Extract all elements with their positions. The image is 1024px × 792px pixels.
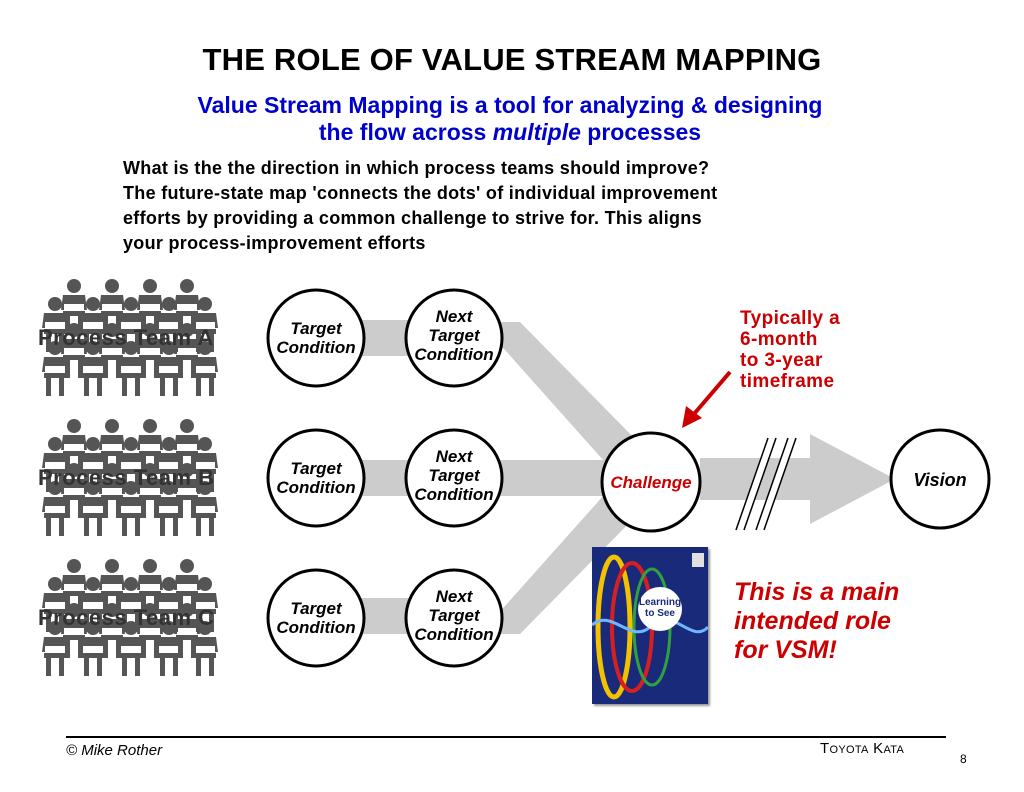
book-sticker bbox=[692, 553, 704, 567]
target-condition-label-a: Target Condition bbox=[266, 319, 366, 357]
challenge-to-vision-arrow bbox=[700, 434, 895, 524]
subtitle-line-2: the flow across multiple processes bbox=[100, 119, 920, 146]
vsm-note-line: This is a main bbox=[734, 578, 900, 606]
condition-word: Condition bbox=[276, 618, 356, 637]
break-line-outline bbox=[735, 437, 769, 531]
team-label-c: Process Team C bbox=[38, 605, 215, 630]
break-line bbox=[736, 438, 776, 530]
condition-word: Condition bbox=[414, 485, 494, 504]
footer-brand-rest: OYOTA bbox=[829, 744, 869, 756]
subtitle: Value Stream Mapping is a tool for analy… bbox=[100, 92, 920, 146]
next-target-condition-label-a: Next Target Condition bbox=[404, 307, 504, 364]
timeframe-line: Typically a bbox=[740, 308, 841, 329]
learning-to-see-book-cover: Learning to See bbox=[592, 547, 708, 704]
subtitle-line-1: Value Stream Mapping is a tool for analy… bbox=[197, 92, 823, 118]
target-condition-circle-b bbox=[266, 428, 366, 528]
next-target-condition-circle-b bbox=[404, 428, 504, 528]
target-word: Target bbox=[290, 459, 342, 478]
vision-circle bbox=[889, 428, 991, 530]
body-line: efforts by providing a common challenge … bbox=[123, 208, 702, 228]
condition-circles bbox=[266, 288, 991, 668]
next-target-condition-label-b: Next Target Condition bbox=[404, 447, 504, 504]
vsm-note-line: for VSM! bbox=[734, 636, 837, 664]
target-condition-label-b: Target Condition bbox=[266, 459, 366, 497]
next-target-condition-circle-a bbox=[404, 288, 504, 388]
target-condition-circle-a bbox=[266, 288, 366, 388]
book-title-line: to See bbox=[644, 608, 675, 619]
book-title-line: Learning bbox=[638, 597, 682, 608]
next-word: Next bbox=[435, 587, 473, 606]
condition-word: Condition bbox=[414, 625, 494, 644]
page-number: 8 bbox=[960, 752, 967, 766]
timeframe-line: to 3-year bbox=[740, 350, 823, 371]
footer-copyright: © Mike Rother bbox=[66, 742, 163, 759]
next-word: Next bbox=[435, 307, 473, 326]
footer-brand-initial: T bbox=[820, 740, 830, 757]
body-text: What is the the direction in which proce… bbox=[123, 156, 923, 256]
challenge-circle bbox=[600, 431, 702, 533]
condition-word: Condition bbox=[276, 338, 356, 357]
next-target-condition-label-c: Next Target Condition bbox=[404, 587, 504, 644]
team-label-a: Process Team A bbox=[38, 325, 214, 350]
subtitle-line-2-start: the flow across bbox=[318, 119, 493, 145]
target-word: Target bbox=[428, 606, 480, 625]
footer-brand-rest-2: ATA bbox=[883, 744, 905, 756]
vsm-role-note: This is a main intended role for VSM! bbox=[734, 578, 899, 665]
vision-label: Vision bbox=[913, 470, 967, 490]
break-line-outline bbox=[755, 437, 789, 531]
body-line: The future-state map 'connects the dots'… bbox=[123, 183, 718, 203]
converging-arrow-a bbox=[480, 322, 640, 470]
timeline-break-outline bbox=[735, 437, 797, 531]
next-word: Next bbox=[435, 447, 473, 466]
break-line bbox=[756, 438, 796, 530]
timeline-break bbox=[736, 438, 796, 530]
timeframe-arrow-shaft bbox=[692, 370, 732, 416]
timeframe-line: 6-month bbox=[740, 329, 818, 350]
target-word: Target bbox=[428, 326, 480, 345]
target-word: Target bbox=[290, 319, 342, 338]
target-word: Target bbox=[428, 466, 480, 485]
team-label-b: Process Team B bbox=[38, 465, 215, 490]
vsm-note-line: intended role bbox=[734, 607, 891, 635]
challenge-label: Challenge bbox=[610, 473, 692, 492]
subtitle-line-2-end: processes bbox=[580, 119, 702, 145]
converging-arrow-c bbox=[480, 486, 640, 634]
timeframe-note: Typically a 6-month to 3-year timeframe bbox=[740, 308, 840, 392]
body-line: What is the the direction in which proce… bbox=[123, 158, 710, 178]
book-title-badge: Learning to See bbox=[638, 587, 682, 631]
target-condition-label-c: Target Condition bbox=[266, 599, 366, 637]
timeframe-line: timeframe bbox=[740, 371, 835, 392]
break-line-outline bbox=[763, 437, 797, 531]
footer-brand: TOYOTA KATA bbox=[820, 740, 904, 757]
condition-word: Condition bbox=[414, 345, 494, 364]
timeframe-arrow-head bbox=[682, 406, 702, 428]
target-condition-circle-c bbox=[266, 568, 366, 668]
condition-word: Condition bbox=[276, 478, 356, 497]
footer-brand-initial-2: K bbox=[873, 740, 884, 757]
timeframe-arrow bbox=[682, 370, 732, 428]
body-line: your process-improvement efforts bbox=[123, 233, 426, 253]
next-target-condition-circle-c bbox=[404, 568, 504, 668]
book-wave-yellow bbox=[595, 554, 633, 700]
target-word: Target bbox=[290, 599, 342, 618]
subtitle-emphasis: multiple bbox=[492, 119, 581, 145]
footer-divider bbox=[66, 736, 946, 738]
break-line-outline bbox=[743, 437, 777, 531]
page-title: THE ROLE OF VALUE STREAM MAPPING bbox=[202, 42, 822, 77]
